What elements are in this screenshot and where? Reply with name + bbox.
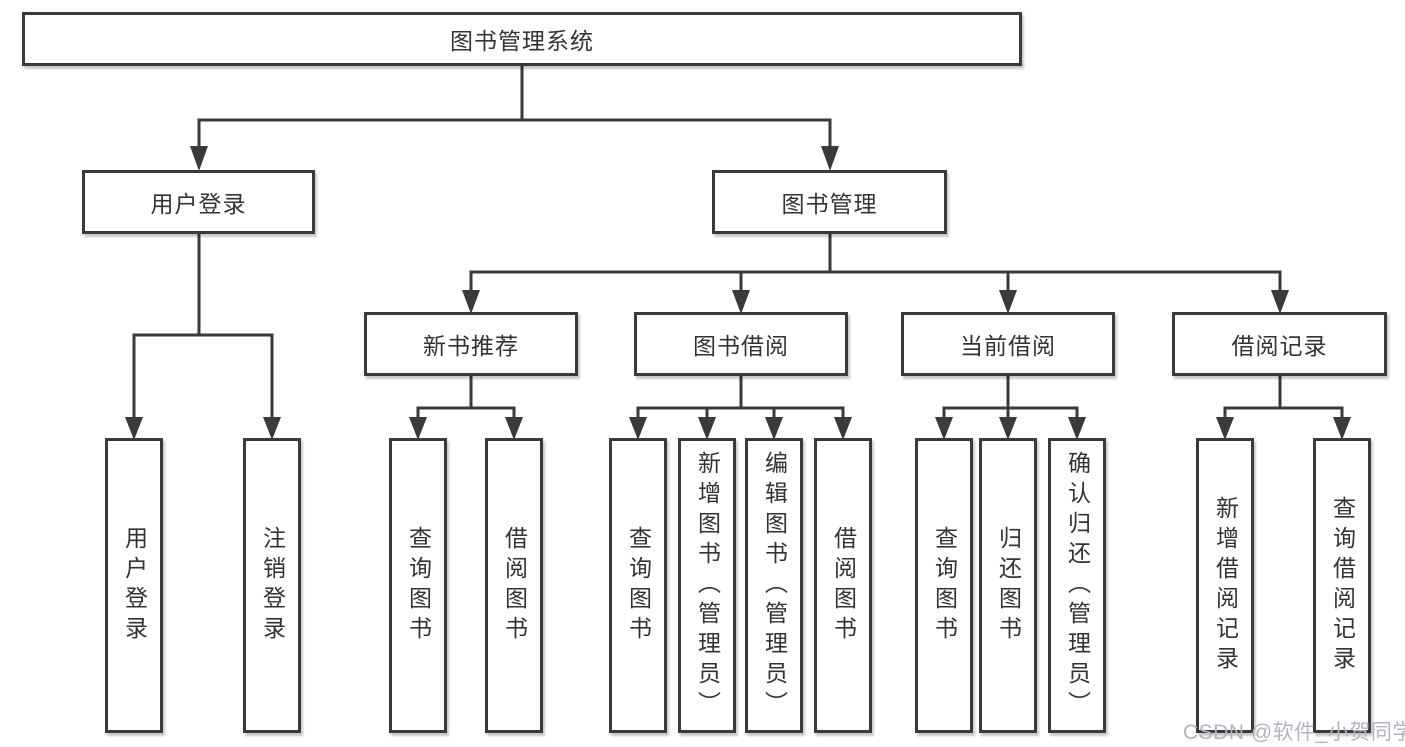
leaf-query-books-borrow: 查询图书 [609, 438, 667, 733]
node-label: 查询借阅记录 [1329, 495, 1356, 676]
leaf-query-borrow-record: 查询借阅记录 [1313, 438, 1371, 733]
node-label: 图书管理系统 [450, 28, 594, 54]
node-user-login: 用户登录 [82, 170, 315, 234]
node-label: 编辑图书（管理员） [761, 450, 788, 721]
leaf-add-books-admin: 新增图书（管理员） [678, 438, 736, 733]
node-label: 归还图书 [995, 525, 1022, 646]
leaf-add-borrow-record: 新增借阅记录 [1196, 438, 1254, 733]
leaf-query-books-recommend: 查询图书 [389, 438, 447, 733]
node-label: 借阅图书 [501, 525, 528, 646]
leaf-borrow-books-recommend: 借阅图书 [485, 438, 543, 733]
csdn-watermark: CSDN @软件_小贺同学 [1183, 721, 1405, 744]
node-label: 查询图书 [931, 525, 958, 646]
leaf-logout: 注销登录 [243, 438, 301, 733]
node-library-management-system: 图书管理系统 [22, 12, 1022, 66]
node-label: 图书管理 [781, 191, 878, 217]
node-book-management: 图书管理 [712, 170, 947, 234]
node-current-borrow: 当前借阅 [901, 312, 1115, 376]
leaf-confirm-return-admin: 确认归还（管理员） [1048, 438, 1106, 733]
node-label: 新增图书（管理员） [694, 450, 721, 721]
node-label: 查询图书 [405, 525, 432, 646]
leaf-user-login: 用户登录 [105, 438, 163, 733]
node-label: 查询图书 [625, 525, 652, 646]
node-label: 图书借阅 [693, 333, 789, 359]
node-label: 新增借阅记录 [1212, 495, 1239, 676]
node-label: 确认归还（管理员） [1064, 450, 1091, 721]
node-label: 新书推荐 [423, 333, 519, 359]
leaf-query-books-current: 查询图书 [915, 438, 973, 733]
node-label: 借阅记录 [1231, 333, 1328, 359]
node-borrow-records: 借阅记录 [1172, 312, 1387, 376]
node-new-book-recommend: 新书推荐 [364, 312, 578, 376]
leaf-return-books: 归还图书 [979, 438, 1037, 733]
node-book-borrow: 图书借阅 [634, 312, 848, 376]
leaf-edit-books-admin: 编辑图书（管理员） [745, 438, 803, 733]
node-label: 当前借阅 [960, 333, 1056, 359]
leaf-borrow-books: 借阅图书 [814, 438, 872, 733]
node-label: 借阅图书 [830, 525, 857, 646]
node-label: 用户登录 [150, 191, 247, 217]
node-label: 注销登录 [259, 525, 286, 646]
node-label: 用户登录 [121, 525, 148, 646]
